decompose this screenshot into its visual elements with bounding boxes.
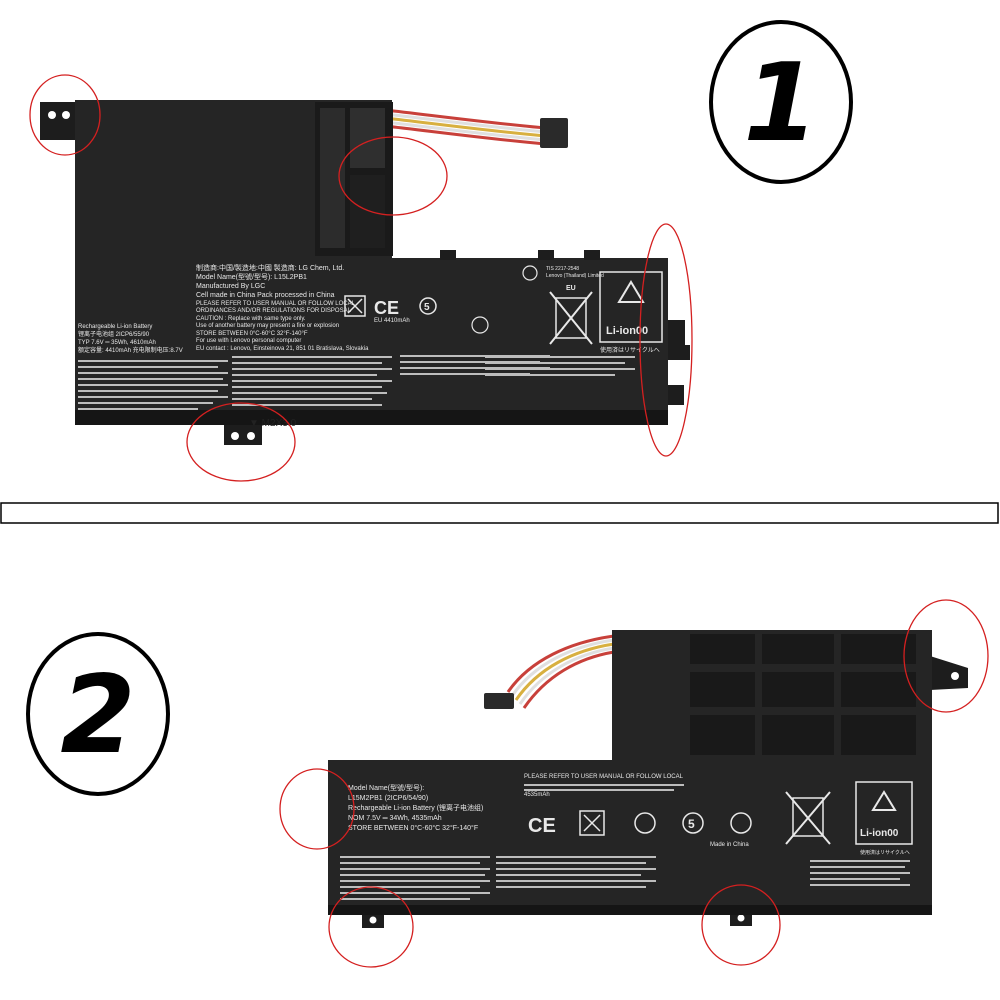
b2-cert-mark-icon (579, 810, 605, 836)
b1-eu-contact: EU contact : Lenovo, Einsteinova 21, 851… (196, 346, 369, 352)
b2-made-in: Made in China (710, 842, 749, 848)
b1-typ: TYP 7.6V ═ 35Wh, 4610mAh (78, 340, 156, 346)
b2-cert-circle-icon (730, 812, 752, 834)
b1-use-for: For use with Lenovo personal computer (196, 338, 301, 344)
number-2-badge: 2 (26, 632, 170, 796)
b1-weee-bin-icon: EU (549, 285, 593, 345)
battery-1-label: 制造商:中国/製造地:中國 製造商: LG Chem, Ltd. Model N… (78, 263, 663, 410)
b1-cert: TIS 2217-2548 (546, 266, 579, 272)
svg-text:EU: EU (566, 285, 576, 292)
b2-rechargeable: Rechargeable Li-ion Battery (锂离子电池组) (348, 803, 483, 812)
svg-text:5: 5 (424, 302, 430, 313)
battery-1-connector-icon (540, 118, 568, 148)
battery-2-label: Model Name(型號/型号): L15M2PB1 (2ICP6/54/90… (340, 774, 913, 900)
b2-recycle-note: 使用済はリサイクルへ (860, 849, 910, 856)
divider-bar (0, 502, 999, 524)
b1-eu-capacity: EU 4410mAh (374, 318, 410, 324)
b1-screw-label: ▼ M2X3.0 (249, 418, 297, 429)
b2-recycle-icon: Li-ion00 (855, 781, 913, 845)
b2-warning-lines (340, 784, 910, 900)
b1-rated: 额定容量: 4410mAh 充电限制电压:8.7V (78, 346, 183, 354)
b1-store: STORE BETWEEN 0°C-60°C 32°F-140°F (196, 331, 308, 337)
svg-text:5: 5 (688, 817, 695, 831)
b2-model: Model Name(型號/型号): (348, 783, 424, 792)
b2-model-no: L15M2PB1 (2ICP6/54/90) (348, 795, 428, 802)
battery-1-body (75, 100, 668, 420)
battery-2-connector-icon (484, 693, 514, 709)
b1-cert-holder: Lenovo (Thailand) Limited (546, 273, 604, 279)
b2-ce-mark-icon: CE (528, 815, 556, 837)
b1-manual: PLEASE REFER TO USER MANUAL OR FOLLOW LO… (196, 301, 356, 307)
battery-1: 制造商:中国/製造地:中國 製造商: LG Chem, Ltd. Model N… (29, 74, 693, 482)
svg-text:Li-ion00: Li-ion00 (606, 325, 648, 337)
number-1: 1 (743, 41, 818, 166)
b1-recycle-icon: Li-ion00 (599, 271, 663, 343)
number-1-badge: 1 (709, 20, 853, 184)
battery-2-cable (484, 634, 615, 709)
b1-sign-circle-icon (471, 316, 489, 334)
b1-recycle-note: 使用済はリサイクルへ (600, 346, 660, 354)
b2-five-circle-icon (682, 812, 704, 834)
b1-ce-mark-icon: CE (374, 298, 399, 318)
b1-made-by: Manufactured By LGC (196, 283, 265, 290)
b1-explosion: Use of another battery may present a fir… (196, 323, 339, 329)
b2-manual: PLEASE REFER TO USER MANUAL OR FOLLOW LO… (524, 774, 684, 780)
b1-cell-code: 锂离子电池组 2ICP6/55/90 (78, 330, 150, 338)
b2-sign-circle-icon (634, 812, 656, 834)
battery-2: Model Name(型號/型号): L15M2PB1 (2ICP6/54/90… (279, 599, 989, 968)
b2-capacity: 4535mAh (524, 792, 550, 798)
b2-weee-bin-icon (785, 791, 831, 845)
b2-nom: NOM 7.5V ═ 34Wh, 4535mAh (348, 815, 442, 822)
b1-made-in: Cell made in China Pack processed in Chi… (196, 292, 335, 299)
b1-cert-mark-icon (344, 295, 366, 317)
b1-manufacturer: 制造商:中国/製造地:中國 製造商: LG Chem, Ltd. (196, 263, 344, 272)
b1-warning-lines (78, 355, 635, 410)
circled-number-icon (709, 20, 853, 184)
b1-ordinance: ORDINANCES AND/OR REGULATIONS FOR DISPOS… (196, 308, 352, 314)
battery-2-ribs (690, 634, 916, 755)
battery-2-highlight-circles (279, 599, 989, 968)
b1-five-circle-icon (419, 297, 437, 315)
b1-caution: CAUTION : Replace with same type only. (196, 316, 306, 322)
b2-store: STORE BETWEEN 0°C-60°C 32°F-140°F (348, 824, 478, 832)
battery-1-cable (384, 108, 568, 148)
b1-rechargeable: Rechargeable Li-ion Battery (78, 324, 152, 330)
number-2: 2 (60, 653, 135, 778)
circled-number-icon (26, 632, 170, 796)
b1-cert-circle-icon (522, 265, 538, 281)
battery-1-highlight-circles (29, 74, 693, 482)
svg-text:Li-ion00: Li-ion00 (860, 828, 899, 839)
b1-model: Model Name(型號/型号): L15L2PB1 (196, 272, 307, 281)
